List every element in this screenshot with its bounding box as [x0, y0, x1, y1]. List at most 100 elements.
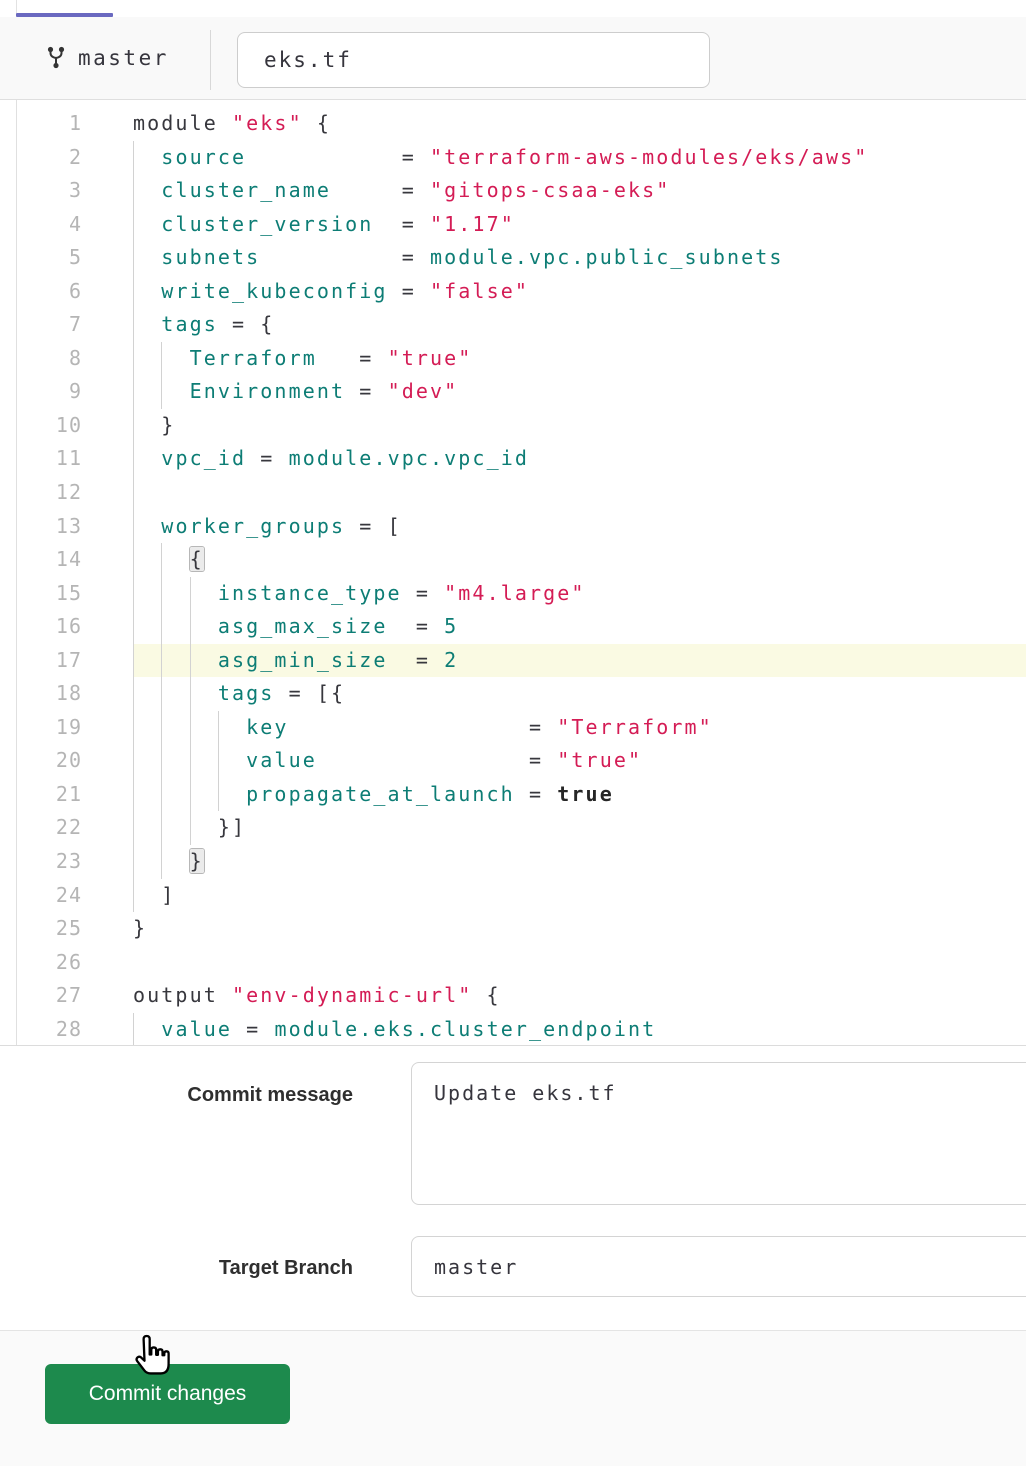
indent-guide: [133, 610, 134, 644]
form-footer-divider: [0, 1330, 1026, 1331]
code-token: [133, 178, 161, 202]
code-token: =: [331, 178, 430, 203]
line-number: 9: [68, 379, 82, 404]
code-line[interactable]: asg_min_size = 2: [133, 643, 1026, 678]
commit-message-textarea[interactable]: Update eks.tf: [411, 1062, 1026, 1205]
indent-guide: [189, 710, 191, 745]
code-token: output: [133, 983, 232, 1008]
indent-guide: [133, 408, 134, 443]
code-token: [133, 446, 161, 470]
code-line[interactable]: tags = [{: [133, 677, 1026, 711]
code-line[interactable]: asg_max_size = 5: [133, 610, 1026, 644]
code-line[interactable]: cluster_version = "1.17": [133, 207, 1026, 242]
code-token: = [: [345, 513, 402, 538]
code-token: module.vpc.vpc_id: [288, 446, 529, 471]
code-line[interactable]: }: [133, 408, 1026, 443]
line-number: 28: [55, 1016, 82, 1041]
code-token: asg_min_size: [217, 647, 388, 672]
code-token: =: [387, 278, 430, 303]
code-line[interactable]: [133, 946, 1026, 980]
commit-message-label: Commit message: [187, 1084, 353, 1106]
code-token: =: [316, 345, 388, 370]
code-content[interactable]: module "eks" { source = "terraform-aws-m…: [133, 107, 1026, 1045]
line-number: 22: [55, 815, 82, 840]
indent-guide: [133, 442, 134, 477]
indent-guide: [189, 677, 191, 711]
line-number: 27: [55, 983, 82, 1008]
indent-guide: [133, 207, 134, 242]
code-line[interactable]: subnets = module.vpc.public_subnets: [133, 241, 1026, 275]
code-line[interactable]: }: [133, 845, 1026, 879]
code-token: =: [387, 614, 445, 639]
code-line[interactable]: tags = {: [133, 308, 1026, 342]
indent-guide: [133, 811, 134, 846]
indent-guide: [133, 509, 134, 544]
indent-guide: [133, 744, 134, 778]
code-line[interactable]: propagate_at_launch = true: [133, 777, 1026, 812]
code-line[interactable]: Terraform = "true": [133, 341, 1026, 376]
code-token: [133, 279, 161, 303]
code-token: =: [316, 748, 558, 773]
code-token: =: [232, 1016, 275, 1041]
code-token: }: [133, 412, 176, 437]
code-token: {: [302, 111, 332, 135]
target-branch-input[interactable]: [411, 1236, 1026, 1297]
code-line[interactable]: value = "true": [133, 744, 1026, 778]
code-line[interactable]: worker_groups = [: [133, 509, 1026, 544]
git-branch-icon: [47, 46, 65, 69]
code-line[interactable]: write_kubeconfig = "false": [133, 274, 1026, 309]
commit-changes-button[interactable]: Commit changes: [45, 1364, 290, 1424]
code-line[interactable]: [133, 476, 1026, 510]
code-line[interactable]: source = "terraform-aws-modules/eks/aws": [133, 140, 1026, 175]
code-token: {: [189, 547, 204, 572]
code-token: =: [246, 144, 430, 169]
line-number: 14: [55, 547, 82, 572]
code-line[interactable]: output "env-dynamic-url" {: [133, 979, 1026, 1013]
code-line[interactable]: {: [133, 543, 1026, 577]
line-number: 10: [55, 412, 82, 437]
code-token: source: [161, 144, 247, 169]
code-token: cluster_version: [161, 211, 374, 236]
target-branch-label: Target Branch: [218, 1257, 353, 1279]
code-line[interactable]: instance_type = "m4.large": [133, 576, 1026, 611]
indent-guide: [217, 744, 219, 778]
code-token: = [{: [274, 681, 346, 706]
indent-guide: [133, 710, 134, 745]
indent-guide: [217, 777, 219, 812]
code-token: worker_groups: [161, 513, 346, 538]
indent-guide: [133, 375, 134, 409]
indent-guide: [161, 643, 163, 678]
code-line[interactable]: cluster_name = "gitops-csaa-eks": [133, 174, 1026, 208]
line-number: 6: [68, 278, 82, 303]
indent-guide: [133, 543, 134, 577]
tab-separator: [16, 0, 17, 13]
code-token: =: [288, 714, 558, 739]
indent-guide: [161, 677, 163, 711]
indent-guide: [189, 777, 191, 812]
code-token: =: [373, 211, 430, 236]
code-token: "true": [387, 345, 473, 370]
code-line[interactable]: key = "Terraform": [133, 710, 1026, 745]
code-token: =: [514, 781, 558, 806]
line-number: 5: [68, 245, 82, 270]
code-token: }]: [133, 815, 247, 840]
code-token: module: [133, 111, 232, 135]
code-token: cluster_name: [161, 178, 331, 203]
code-token: asg_max_size: [217, 614, 388, 639]
line-number: 20: [55, 748, 82, 773]
line-number: 3: [68, 178, 82, 203]
code-token: "env-dynamic-url": [232, 983, 473, 1008]
code-token: [133, 245, 161, 269]
code-line[interactable]: value = module.eks.cluster_endpoint: [133, 1012, 1026, 1045]
filename-input[interactable]: [237, 32, 710, 88]
line-number: 18: [55, 681, 82, 706]
code-line[interactable]: }]: [133, 811, 1026, 846]
code-line[interactable]: }: [133, 912, 1026, 946]
current-branch: master: [46, 17, 169, 99]
code-line[interactable]: Environment = "dev": [133, 375, 1026, 409]
code-line[interactable]: ]: [133, 878, 1026, 913]
code-line[interactable]: module "eks" {: [133, 107, 1026, 141]
code-line[interactable]: vpc_id = module.vpc.vpc_id: [133, 442, 1026, 477]
